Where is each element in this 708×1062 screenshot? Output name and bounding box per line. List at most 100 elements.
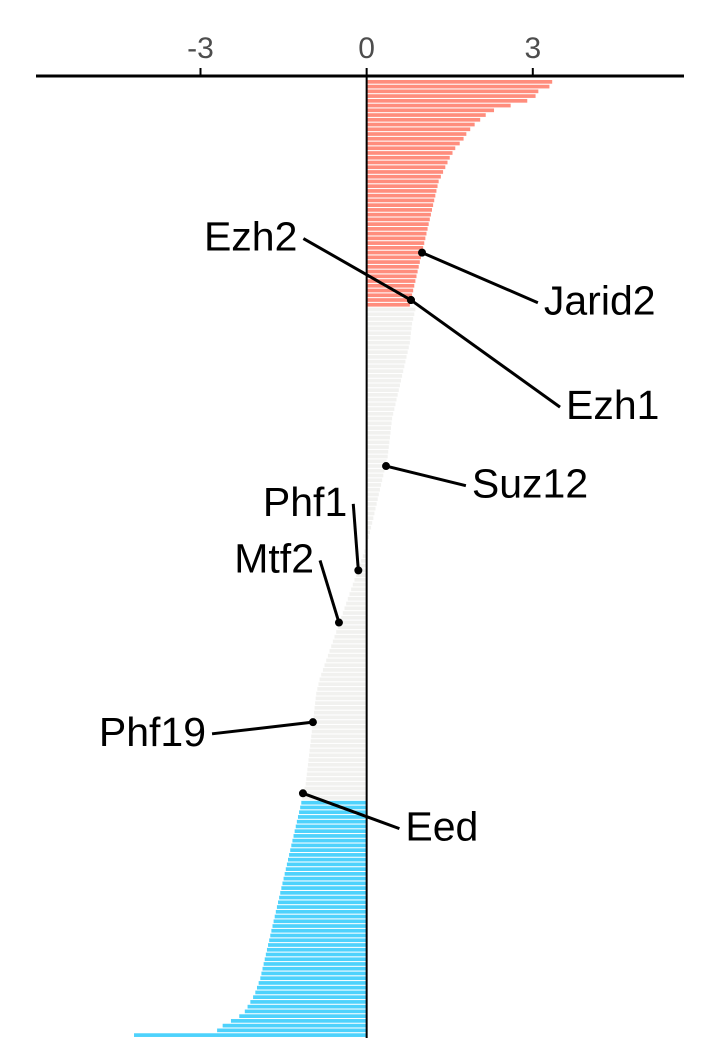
gene-label-ezh1: Ezh1 <box>566 382 659 428</box>
bar <box>342 611 367 615</box>
bar <box>282 881 367 886</box>
bar <box>366 274 417 279</box>
bar <box>269 938 367 943</box>
bar <box>336 630 367 634</box>
bar <box>366 302 410 307</box>
bar <box>366 307 416 312</box>
bar <box>366 279 416 283</box>
bar <box>366 236 426 241</box>
bar <box>366 506 376 511</box>
bar <box>275 909 367 914</box>
bar <box>366 117 481 122</box>
bar <box>366 430 391 435</box>
bar <box>366 530 370 535</box>
bar <box>356 573 367 577</box>
bar <box>351 587 367 592</box>
gene-label-jarid2: Jarid2 <box>544 278 656 324</box>
bar <box>366 179 439 184</box>
bar <box>294 829 367 834</box>
bar <box>366 502 377 506</box>
bar <box>270 933 367 938</box>
annotation-point <box>406 296 415 305</box>
bar <box>366 492 379 497</box>
gene-label-mtf2: Mtf2 <box>234 535 314 581</box>
bar <box>286 862 367 867</box>
bar <box>264 957 367 962</box>
bar <box>265 952 367 957</box>
x-tick-label: 0 <box>358 32 375 65</box>
bar <box>321 672 367 677</box>
bar <box>134 1033 367 1037</box>
bar <box>366 283 415 288</box>
bar <box>274 914 367 919</box>
bar <box>281 886 367 890</box>
bar <box>366 293 413 298</box>
bar <box>318 682 367 687</box>
bar <box>366 336 411 340</box>
bar <box>366 459 387 464</box>
bar <box>346 601 367 606</box>
bar <box>366 227 428 231</box>
bar <box>366 250 423 255</box>
bar <box>366 340 410 345</box>
bar <box>310 743 367 748</box>
annotation-point <box>418 248 427 257</box>
bar <box>366 146 456 151</box>
bar <box>291 843 367 848</box>
bar <box>366 364 405 369</box>
bar <box>293 834 367 838</box>
bar <box>366 136 464 141</box>
annotation-leader-line <box>211 720 314 736</box>
bar <box>366 388 399 392</box>
annotation-leader-line <box>318 559 341 623</box>
bar <box>307 767 367 772</box>
bar <box>366 378 401 383</box>
bar <box>305 781 367 786</box>
bar <box>366 222 429 226</box>
bar <box>366 350 408 355</box>
bar <box>308 758 367 762</box>
bar <box>366 155 450 160</box>
bar <box>366 94 536 98</box>
bar <box>366 411 394 416</box>
bar <box>366 407 395 411</box>
bar <box>366 445 389 449</box>
bar <box>366 535 369 539</box>
bar <box>313 715 367 720</box>
bar <box>366 193 436 198</box>
bar <box>366 435 390 440</box>
bar <box>366 132 467 136</box>
bar <box>366 269 418 274</box>
bar <box>309 748 367 753</box>
bar <box>327 653 367 658</box>
bar <box>290 848 367 852</box>
gene-label-ezh2: Ezh2 <box>204 214 297 260</box>
bar <box>366 231 427 236</box>
bar <box>261 971 367 976</box>
bar <box>301 800 367 805</box>
bar <box>366 449 389 454</box>
bar <box>366 426 392 430</box>
bar <box>312 724 367 729</box>
bar <box>366 402 396 407</box>
bar <box>307 762 367 767</box>
bar <box>366 393 398 397</box>
bar <box>366 355 407 359</box>
bar <box>366 184 438 189</box>
bar <box>366 208 432 212</box>
bar <box>361 559 367 563</box>
annotation-point <box>298 789 307 798</box>
gene-label-phf19: Phf19 <box>99 709 206 755</box>
bar <box>268 943 367 947</box>
annotation-leader-line <box>302 791 400 831</box>
bar <box>222 1023 367 1028</box>
bar <box>366 288 414 293</box>
bar <box>366 260 420 264</box>
bar <box>334 634 367 639</box>
x-tick-label: 3 <box>524 32 541 65</box>
bar <box>366 165 446 170</box>
bar <box>366 174 441 179</box>
bar <box>352 582 367 587</box>
